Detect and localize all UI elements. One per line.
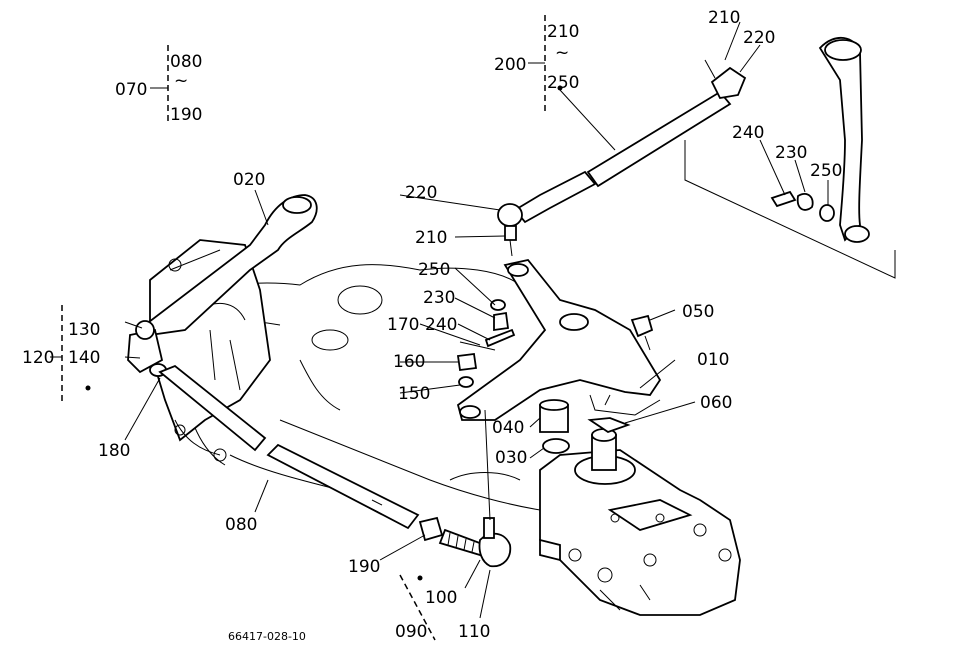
range-bracket-120 (50, 305, 63, 405)
label-210-range-start: 210 (547, 22, 579, 42)
label-240-mid: 240 (425, 315, 457, 335)
tie-rod-end-right (418, 516, 512, 568)
label-190-range-end: 190 (170, 105, 202, 125)
label-100: 100 (425, 588, 457, 608)
label-160: 160 (393, 352, 425, 372)
pitman-arm-icon (456, 259, 662, 421)
range-bracket-070 (150, 45, 169, 125)
steering-arm-icon (143, 194, 318, 336)
label-210-top: 210 (708, 8, 740, 28)
label-range-tilde-b: ~ (555, 43, 569, 63)
o-ring-030 (542, 438, 570, 454)
detail-callout-box (684, 37, 896, 279)
label-110: 110 (458, 622, 490, 642)
leader-dots (85, 85, 563, 581)
label-230-detail: 230 (775, 143, 807, 163)
tie-rod-icon (158, 364, 420, 530)
label-120: 120 (22, 348, 54, 368)
label-220-top: 220 (743, 28, 775, 48)
label-070: 070 (115, 80, 147, 100)
label-030: 030 (495, 448, 527, 468)
label-060: 060 (700, 393, 732, 413)
label-080-range-start: 080 (170, 52, 202, 72)
range-bracket-200 (528, 15, 546, 115)
label-040: 040 (492, 418, 524, 438)
label-250-range-end: 250 (547, 73, 579, 93)
bushing-040 (539, 399, 569, 433)
label-150: 150 (398, 384, 430, 404)
label-140: 140 (68, 348, 100, 368)
label-230-mid: 230 (423, 288, 455, 308)
label-130: 130 (68, 320, 100, 340)
drag-link-assembly (497, 59, 747, 257)
label-190: 190 (348, 557, 380, 577)
range-bracket-090 (399, 574, 436, 641)
part-labels: 070 080 ~ 190 200 210 ~ 250 210 220 240 … (22, 8, 842, 643)
label-170: 170 (387, 315, 419, 335)
leader-lines (124, 21, 829, 619)
drawing-code: 66417-028-10 (228, 630, 306, 643)
label-050: 050 (682, 302, 714, 322)
label-250-mid: 250 (418, 260, 450, 280)
label-range-tilde-a: ~ (174, 71, 188, 91)
label-240-detail: 240 (732, 123, 764, 143)
gasket-060 (587, 417, 631, 433)
label-010: 010 (697, 350, 729, 370)
label-250-detail: 250 (810, 161, 842, 181)
label-080-tie-rod: 080 (225, 515, 257, 535)
label-220-mid: 220 (405, 183, 437, 203)
label-210-mid: 210 (415, 228, 447, 248)
hardware-stack (456, 299, 516, 388)
label-180: 180 (98, 441, 130, 461)
label-020: 020 (233, 170, 265, 190)
steering-gearbox-icon (539, 428, 741, 616)
bolt-050 (630, 314, 654, 351)
label-090: 090 (395, 622, 427, 642)
label-200: 200 (494, 55, 526, 75)
